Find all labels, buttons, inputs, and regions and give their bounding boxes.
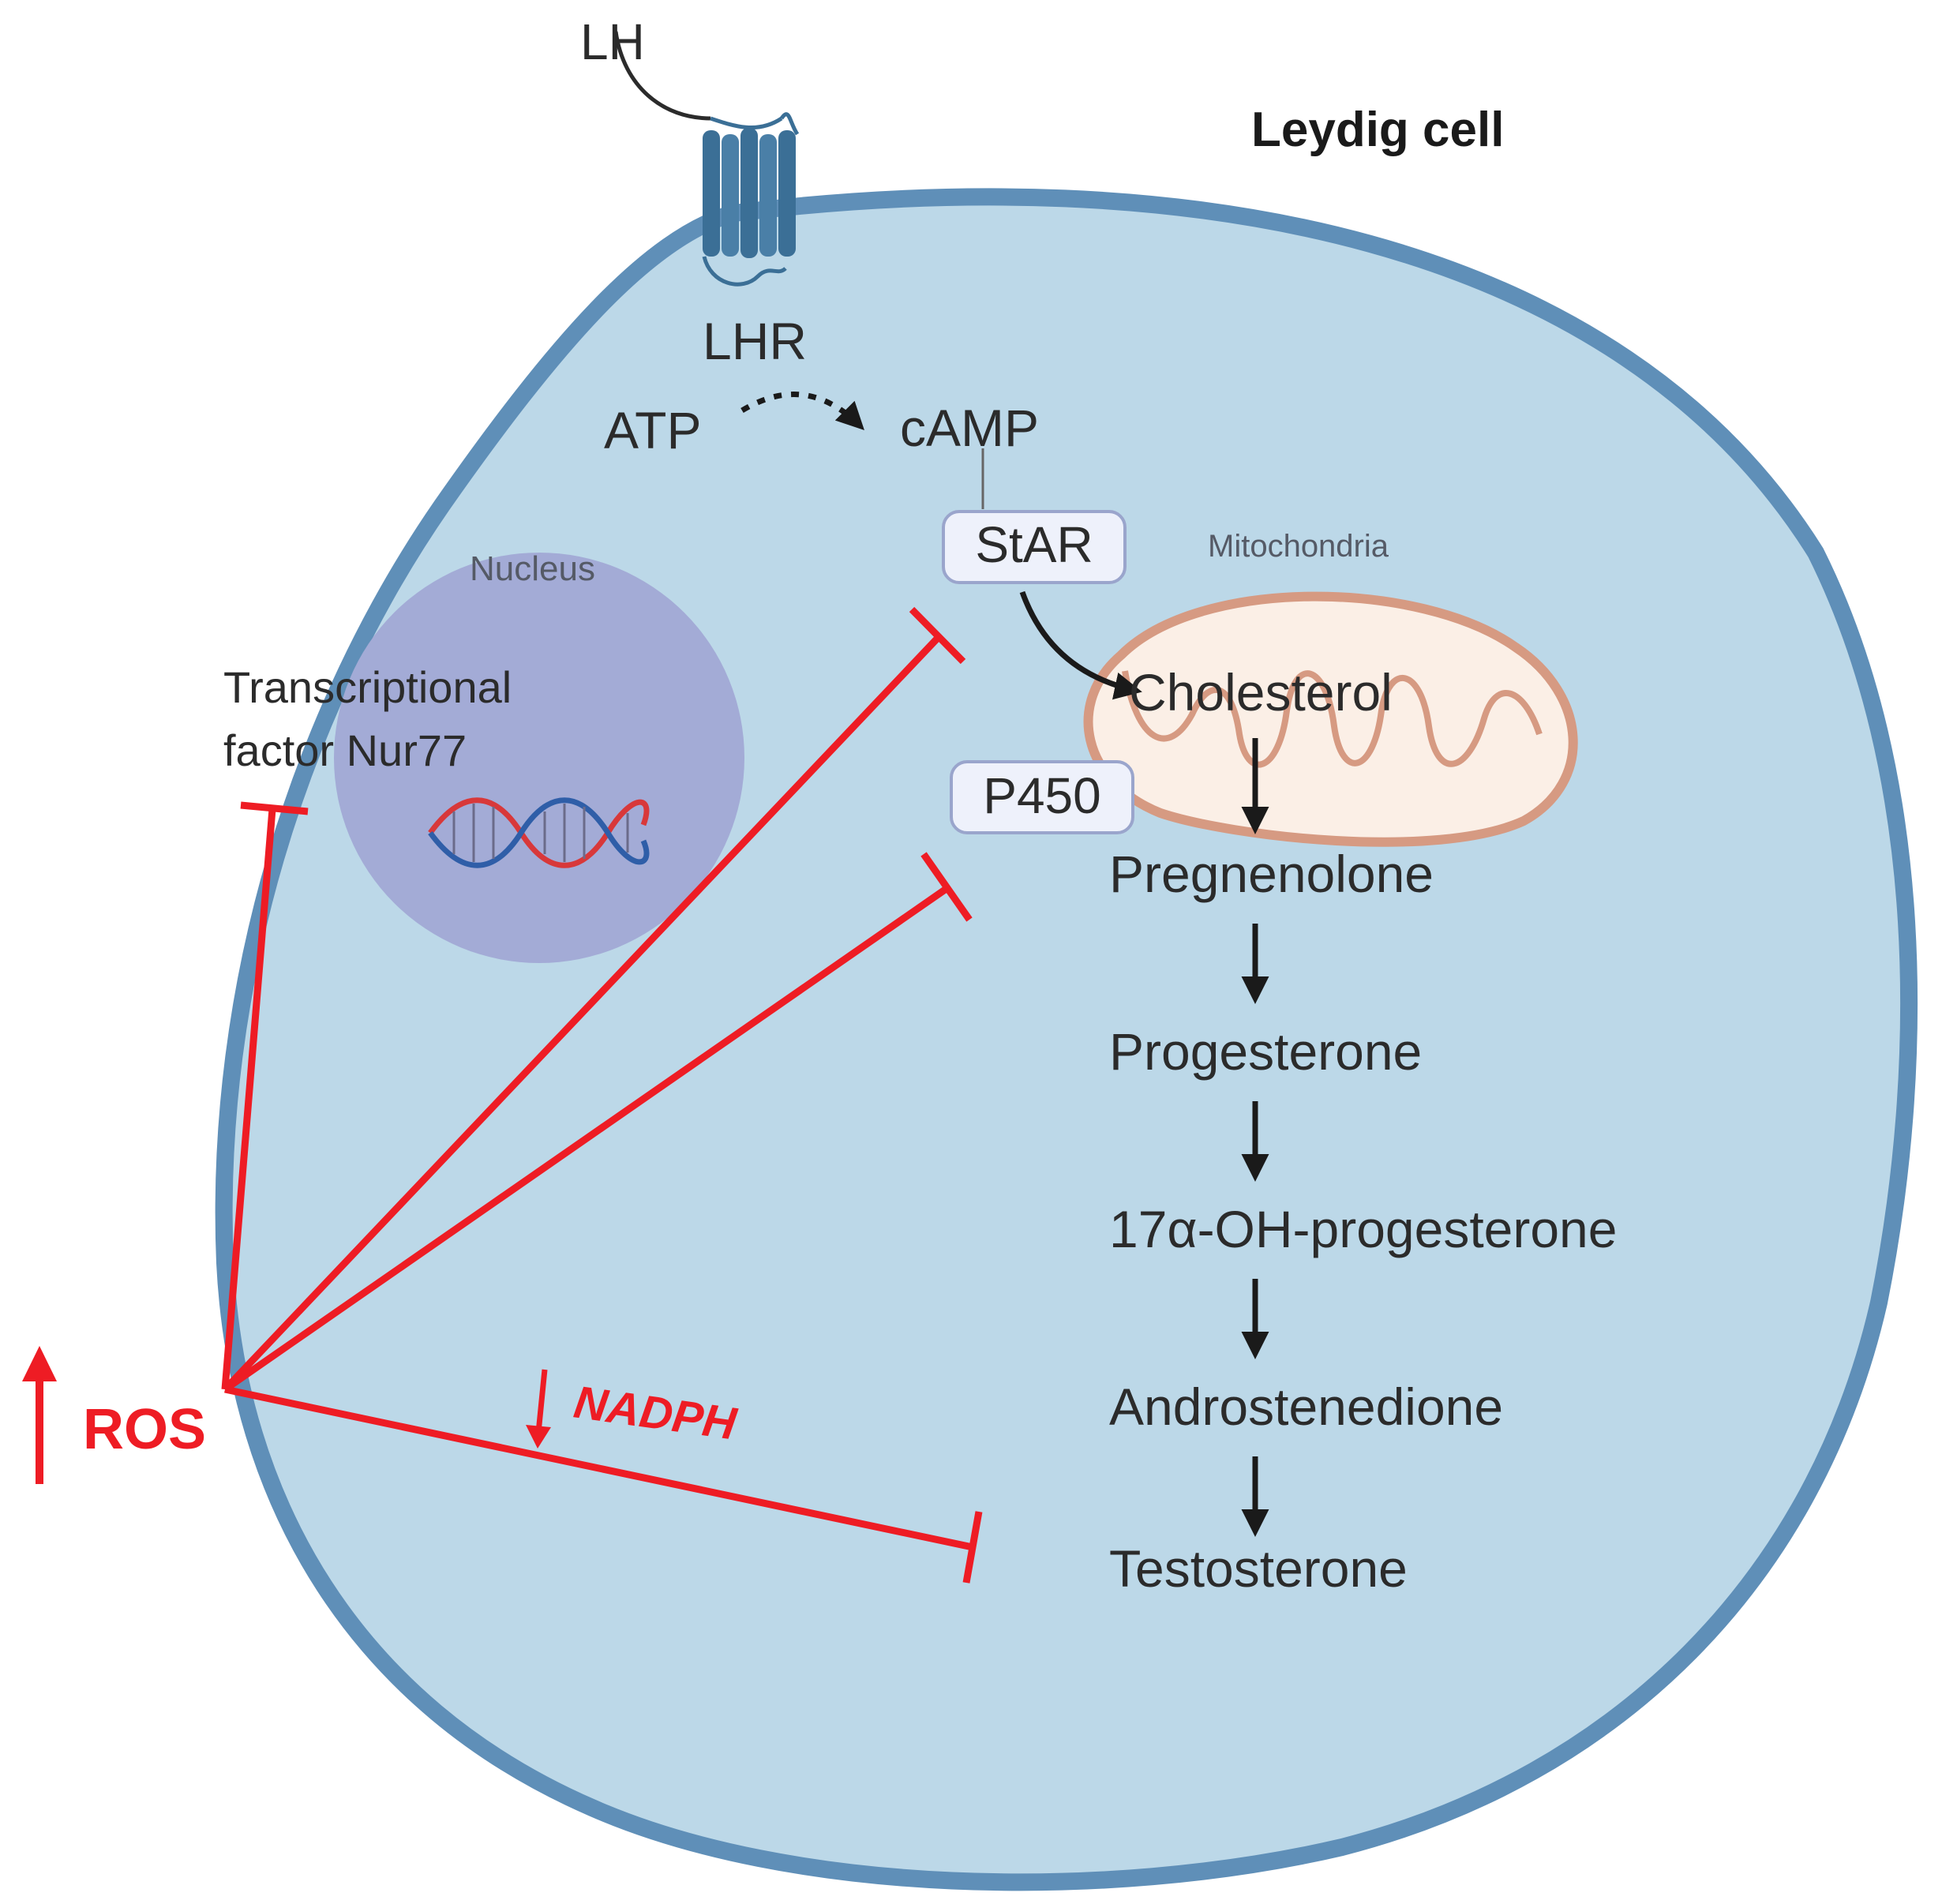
pathway-progesterone: Progesterone bbox=[1109, 1022, 1422, 1081]
atp-camp-arrow bbox=[740, 392, 864, 430]
camp-label: cAMP bbox=[900, 399, 1039, 457]
receptor-label: LHR bbox=[703, 312, 807, 370]
ros-inhibition-lines bbox=[221, 606, 983, 1584]
pathway-cholesterol: Cholesterol bbox=[1129, 663, 1393, 721]
pathway-17oh-progesterone: 17α-OH-progesterone bbox=[1109, 1200, 1617, 1258]
star-box bbox=[942, 510, 1127, 584]
mitochondria-label: Mitochondria bbox=[1208, 529, 1389, 564]
ros-increase-arrow bbox=[22, 1346, 57, 1484]
nadph-decrease-arrow bbox=[526, 1369, 551, 1449]
ros-label: ROS bbox=[83, 1398, 206, 1461]
cell-title: Leydig cell bbox=[1251, 103, 1504, 157]
steroidogenesis-pathway: Cholesterol Pregnenolone Progesterone 17… bbox=[1109, 663, 1617, 1598]
atp-label: ATP bbox=[604, 401, 701, 459]
hormone-label: LH bbox=[580, 13, 645, 70]
cell-membrane bbox=[215, 188, 1918, 1891]
pathway-pregnenolone: Pregnenolone bbox=[1109, 845, 1434, 903]
pathway-testosterone: Testosterone bbox=[1109, 1539, 1408, 1598]
star-label: StAR bbox=[975, 516, 1093, 573]
transcription-factor-line1: Transcriptional bbox=[223, 662, 512, 712]
pathway-androstenedione: Androstenedione bbox=[1109, 1377, 1503, 1436]
transcription-factor-line2: factor Nur77 bbox=[223, 725, 467, 775]
lh-receptor-icon bbox=[613, 31, 800, 287]
nucleus-label: Nucleus bbox=[470, 549, 595, 588]
star-cholesterol-arrow bbox=[1019, 590, 1142, 700]
dna-icon bbox=[428, 797, 650, 868]
p450-box bbox=[950, 760, 1134, 834]
p450-label: P450 bbox=[983, 767, 1100, 824]
